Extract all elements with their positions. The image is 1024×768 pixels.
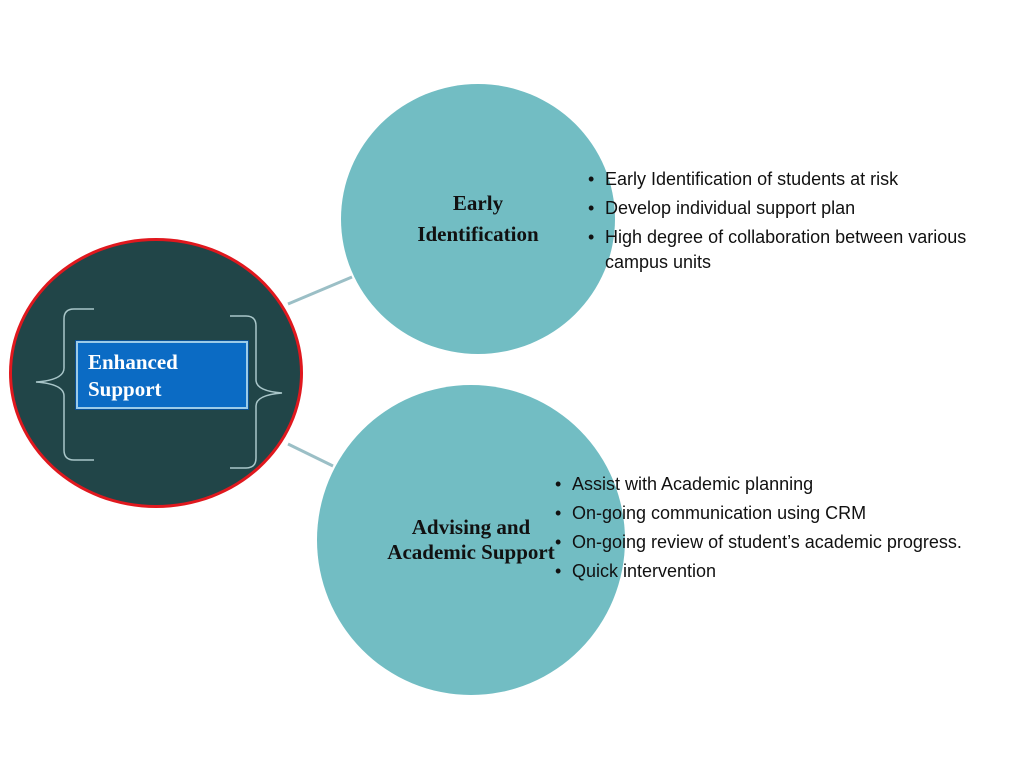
left-brace xyxy=(35,308,94,461)
bullet-item: Early Identification of students at risk xyxy=(588,167,978,192)
bullet-item: On-going communication using CRM xyxy=(555,501,975,526)
bullet-item: Quick intervention xyxy=(555,559,975,584)
bullet-list-advising: Assist with Academic planning On-going c… xyxy=(555,472,975,588)
bullet-list-early-identification: Early Identification of students at risk… xyxy=(588,167,978,279)
connector-line-early-identification xyxy=(287,275,353,306)
bullet-item: Assist with Academic planning xyxy=(555,472,975,497)
bullet-item: Develop individual support plan xyxy=(588,196,978,221)
bullet-item: On-going review of student’s academic pr… xyxy=(555,530,975,555)
connector-line-advising xyxy=(287,442,334,468)
hub-label-box: Enhanced Support xyxy=(75,340,249,410)
bullet-item: High degree of collaboration between var… xyxy=(588,225,978,275)
node-circle-early-identification xyxy=(341,84,615,354)
right-brace xyxy=(230,315,283,469)
